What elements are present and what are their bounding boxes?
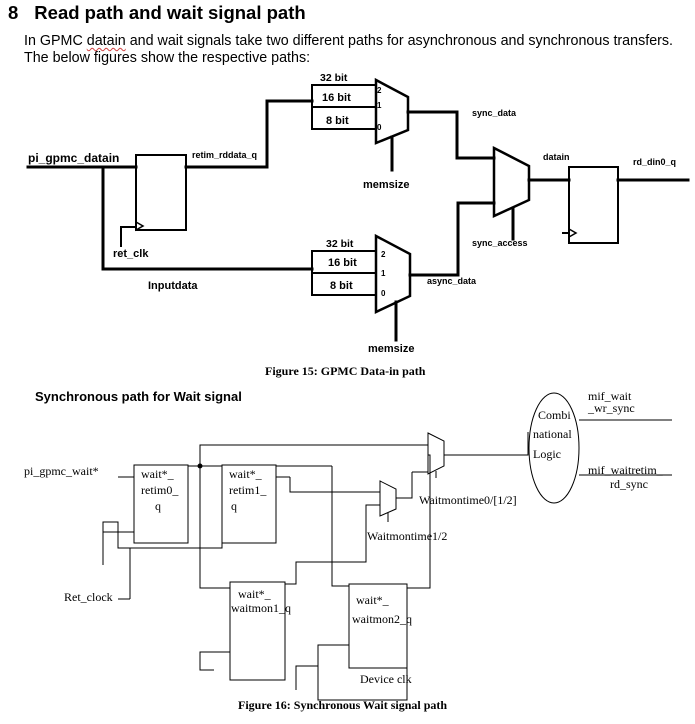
- combinational-logic: [528, 392, 580, 504]
- label-device-clk: Device clk: [360, 672, 412, 686]
- label-waitmontime0: Waitmontime0/[1/2]: [419, 493, 517, 507]
- label-inputdata: Inputdata: [148, 280, 198, 292]
- label-combi-3: Logic: [533, 447, 561, 461]
- output-register: [568, 166, 619, 244]
- inputdata-line: [101, 165, 314, 271]
- label-pi-gpmc-wait: pi_gpmc_wait*: [24, 464, 99, 478]
- label-datain: datain: [543, 152, 570, 162]
- figure-16-labels: pi_gpmc_wait* Ret_clock wait*_ retim0_ q…: [24, 389, 664, 712]
- label-retim1-2: retim1_: [229, 483, 267, 497]
- label-memsize-top: memsize: [363, 179, 409, 191]
- wait-retim0-register: [133, 464, 189, 544]
- section-title: Read path and wait signal path: [34, 2, 306, 23]
- label-retim0-2: retim0_: [141, 483, 179, 497]
- label-ret-clk: ret_clk: [113, 248, 149, 260]
- intro-text-2: and wait signals take two different path…: [24, 33, 674, 66]
- figure-15-caption: Figure 15: GPMC Data-in path: [265, 364, 426, 378]
- label-waitmon1-1: wait*_: [238, 587, 272, 601]
- figure-15-labels: pi_gpmc_datain retim_rddata_q ret_clk In…: [28, 72, 676, 378]
- label-sync-data: sync_data: [472, 108, 517, 118]
- label-retim-rddata-q: retim_rddata_q: [192, 150, 257, 160]
- section-heading: 8 Read path and wait signal path: [8, 2, 306, 24]
- section-number: 8: [8, 2, 19, 23]
- label-top-mux-1: 1: [377, 101, 382, 110]
- async-data-line: [408, 201, 496, 277]
- sync-async-mux: [492, 145, 531, 218]
- label-retim0-3: q: [155, 499, 161, 513]
- label-top-mux-2: 2: [377, 86, 382, 95]
- label-top-32bit: 32 bit: [320, 72, 348, 84]
- retim-clock-triangle: [135, 220, 145, 232]
- label-rd-din0-q: rd_din0_q: [633, 157, 676, 167]
- retim-output-line: [184, 99, 314, 169]
- retim-register: [135, 154, 187, 231]
- label-waitmon1-2: waitmon1_q: [231, 601, 291, 615]
- label-retim0-1: wait*_: [141, 467, 175, 481]
- figure-15-data-in-path: [26, 77, 690, 342]
- label-mif-waitretim-1: mif_waitretim_: [588, 463, 664, 477]
- wait-waitmon2-register: [348, 583, 408, 669]
- label-waitmon2-1: wait*_: [356, 593, 390, 607]
- wait-waitmon1-register: [229, 581, 286, 681]
- label-bottom-16bit: 16 bit: [328, 257, 357, 269]
- label-combi-2: national: [533, 427, 572, 441]
- wait-top-mux: [427, 432, 445, 475]
- ret-clk-line: [120, 226, 137, 247]
- label-ret-clock: Ret_clock: [64, 590, 113, 604]
- top-width-mux: [374, 77, 410, 145]
- label-bottom-mux-0: 0: [381, 289, 386, 298]
- intro-term-datain: datain: [86, 33, 126, 49]
- label-async-data: async_data: [427, 276, 477, 286]
- label-bottom-mux-2: 2: [381, 250, 386, 259]
- bottom-width-mux: [374, 233, 412, 314]
- figure-16-wait-path: [102, 392, 672, 701]
- label-bottom-32bit: 32 bit: [326, 238, 354, 250]
- label-top-16bit: 16 bit: [322, 92, 351, 104]
- intro-paragraph: In GPMC datain and wait signals take two…: [24, 33, 692, 67]
- label-retim1-1: wait*_: [229, 467, 263, 481]
- wait-retim1-register: [221, 464, 277, 544]
- label-mif-wait-2: _wr_sync: [587, 401, 635, 415]
- label-pi-gpmc-datain: pi_gpmc_datain: [28, 151, 119, 165]
- intro-text-1: In GPMC: [24, 33, 87, 49]
- wait-small-mux: [379, 480, 397, 517]
- label-top-8bit: 8 bit: [326, 115, 349, 127]
- label-bottom-8bit: 8 bit: [330, 280, 353, 292]
- label-mif-wait-1: mif_wait: [588, 389, 632, 403]
- label-memsize-bottom: memsize: [368, 343, 414, 355]
- label-waitmontime1: Waitmontime1/2: [367, 529, 447, 543]
- label-retim1-3: q: [231, 499, 237, 513]
- sync-data-line: [406, 110, 496, 160]
- label-bottom-mux-1: 1: [381, 269, 386, 278]
- label-combi-1: Combi: [538, 408, 571, 422]
- label-top-mux-0: 0: [377, 123, 382, 132]
- figure-16-title: Synchronous path for Wait signal: [35, 389, 242, 404]
- figure-16-caption: Figure 16: Synchronous Wait signal path: [238, 698, 447, 712]
- label-mif-waitretim-2: rd_sync: [610, 477, 648, 491]
- label-waitmon2-2: waitmon2_q: [352, 612, 412, 626]
- label-sync-access: sync_access: [472, 238, 528, 248]
